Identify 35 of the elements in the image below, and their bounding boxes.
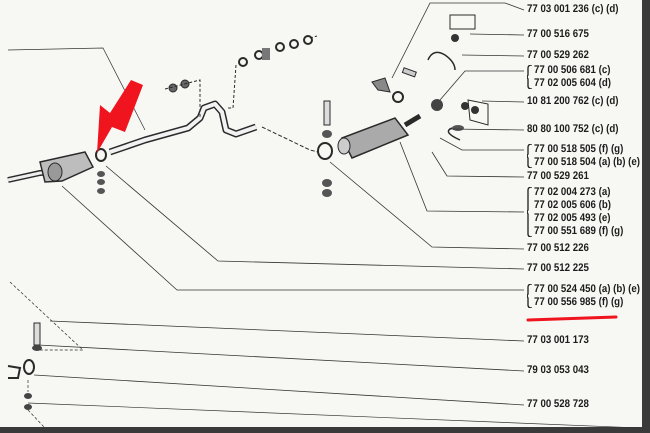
part-number: 77 00 551 689 (f) (g) (534, 225, 624, 238)
part-number: 77 03 001 236 (c) (d) (527, 3, 618, 16)
part-number: 80 80 100 752 (c) (d) (527, 123, 618, 136)
leader-line (38, 344, 524, 372)
leader-line (462, 54, 524, 56)
part-number: 77 02 005 604 (d) (534, 77, 611, 90)
part-number: 77 00 528 728 (527, 398, 589, 411)
part-number: 79 03 053 043 (527, 364, 589, 377)
part-number: 77 00 524 450 (a) (b) (e) (534, 283, 640, 296)
leader-line (440, 70, 524, 100)
leader-line (330, 162, 524, 250)
part-number: 77 00 506 681 (c) (534, 64, 611, 77)
part-number: 77 02 004 273 (a) (534, 186, 612, 199)
part-number: 77 03 001 173 (527, 334, 589, 347)
part-number: 77 00 518 505 (f) (g) (534, 143, 624, 156)
part-number: 77 00 512 225 (527, 262, 589, 275)
leader-line (482, 100, 524, 102)
part-number: 77 00 518 504 (a) (b) (e) (534, 156, 640, 169)
part-number: 77 02 005 493 (e) (534, 212, 612, 225)
part-number: 77 00 556 985 (f) (g) (534, 296, 624, 309)
part-number: 77 00 529 262 (527, 49, 589, 62)
part-number: 10 81 200 762 (c) (d) (527, 95, 618, 108)
part-number: 77 00 516 675 (527, 28, 589, 41)
leader-line (440, 138, 524, 150)
leader-line (470, 34, 524, 36)
part-number: 77 00 512 226 (527, 242, 589, 255)
leader-line (392, 2, 524, 78)
leader-line (450, 128, 524, 130)
part-number: 77 00 529 261 (527, 170, 589, 183)
leader-line (62, 186, 524, 290)
part-number: 77 02 005 606 (b) (534, 199, 612, 212)
leader-line (106, 166, 524, 270)
leader-line (50, 320, 524, 342)
leader-line (34, 374, 524, 406)
leader-line (400, 142, 524, 212)
